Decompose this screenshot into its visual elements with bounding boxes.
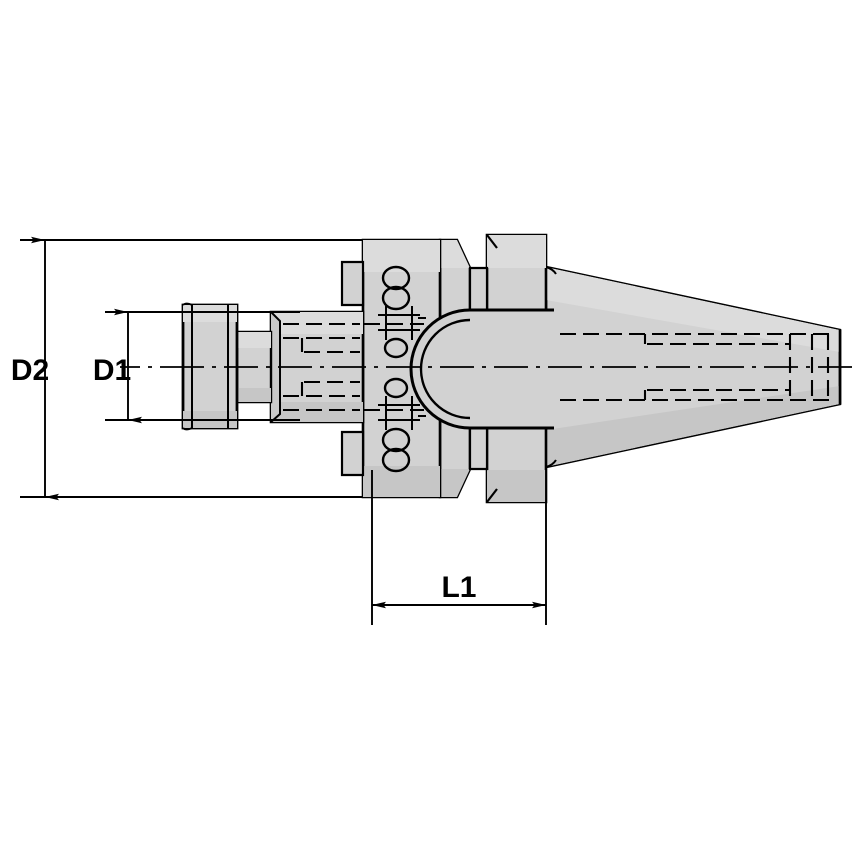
bore-pocket-outline (409, 308, 554, 430)
coolant-hole-icon-5 (381, 427, 411, 453)
collar-chamfer-bottom (486, 488, 498, 503)
dimension-d2: D2 (11, 236, 362, 501)
d2-label: D2 (11, 354, 49, 387)
dimension-l1: L1 (371, 470, 547, 625)
collar-chamfer-top (486, 234, 498, 249)
d1-label: D1 (93, 354, 131, 387)
coolant-hole-icon-6 (381, 447, 411, 473)
coolant-hole-axis-marks (378, 306, 426, 430)
coolant-hole-icon-3 (383, 337, 409, 359)
flange-step-top (340, 260, 365, 307)
screw-head-corner-tl (182, 302, 193, 306)
dimension-d1: D1 (93, 308, 300, 424)
coolant-through-holes (381, 265, 411, 473)
internal-bore-arc (409, 308, 554, 430)
flange-step-bottom (340, 430, 365, 477)
taper-shading (546, 267, 840, 467)
coolant-hole-icon-2 (381, 285, 411, 311)
coolant-hole-icon-4 (383, 377, 409, 399)
l1-label: L1 (441, 571, 476, 604)
bore-pocket-inner-arc (419, 318, 471, 420)
coolant-hole-icon-1 (381, 265, 411, 291)
screw-head-corner-bl (182, 427, 193, 431)
